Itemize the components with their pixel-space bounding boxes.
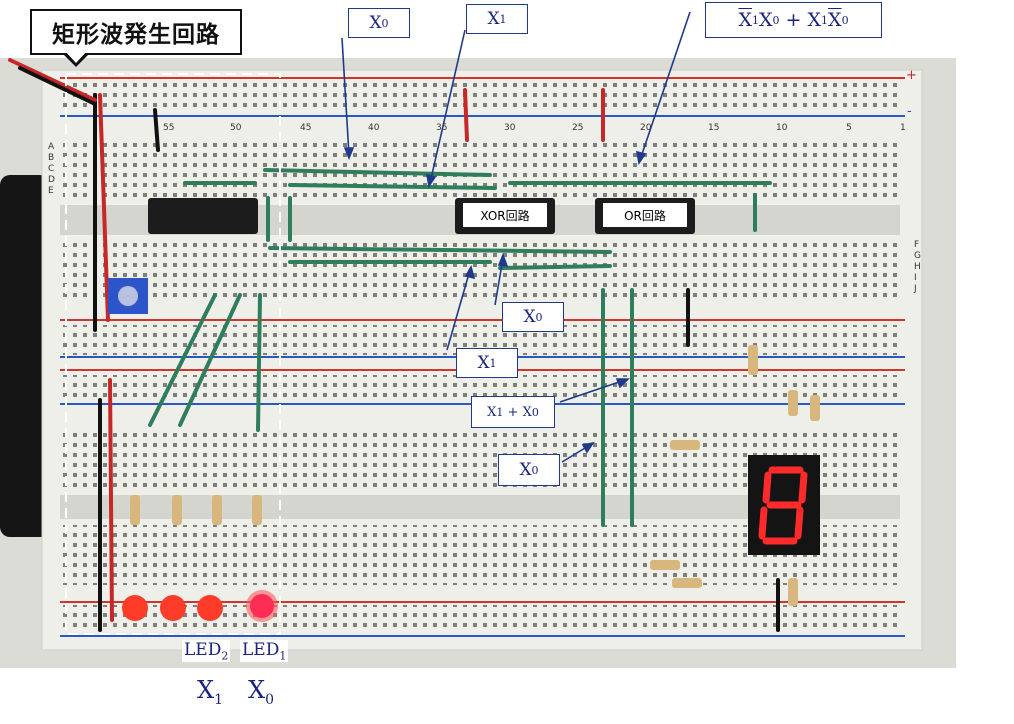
bottom-x0-sub: 0	[265, 691, 275, 708]
expr-t1a: X	[738, 9, 752, 31]
title-callout-tail	[62, 51, 90, 67]
callout-top-x0-sub: 0	[381, 16, 389, 30]
or-expr-b-sub: 0	[531, 405, 539, 419]
row-letter-j: J	[914, 284, 917, 294]
expr-t2a: X	[807, 9, 822, 31]
callout-mid-x1-base: X	[477, 353, 490, 373]
chip-label-xor: XOR回路	[463, 203, 547, 227]
or-expr-b: X	[522, 404, 532, 420]
row-letter-a: A	[48, 142, 55, 152]
led1-sub: 1	[279, 649, 287, 663]
col-number-40: 40	[368, 123, 380, 133]
seven-segment-digit: 8	[0, 0, 1, 1]
row-letter-h: H	[914, 262, 921, 272]
title-callout: 矩形波発生回路	[30, 9, 242, 55]
col-number-15: 15	[708, 123, 720, 133]
col-number-1: 1	[900, 123, 906, 133]
row-letter-d: D	[48, 175, 55, 185]
expr-t2b: X	[828, 9, 842, 31]
chip-label-or: OR回路	[603, 203, 687, 227]
rail-plus: +	[906, 68, 917, 83]
col-number-25: 25	[572, 123, 584, 133]
row-letter-i: I	[914, 273, 917, 283]
callout-mid-x1-sub: 1	[489, 356, 497, 370]
row-letter-b: B	[48, 153, 55, 163]
col-number-5: 5	[846, 123, 852, 133]
or-expr-a: X	[487, 404, 497, 420]
bottom-label-x0: X0	[248, 676, 274, 708]
bottom-x1-base: X	[197, 676, 215, 704]
row-letter-f: F	[914, 240, 920, 250]
expr-t2a-sub: 1	[821, 13, 829, 27]
led2-sub: 2	[221, 649, 229, 663]
or-expr-op: +	[503, 404, 523, 420]
callout-top-x0-base: X	[369, 13, 382, 33]
or-expr-a-sub: 1	[496, 405, 504, 419]
col-number-20: 20	[640, 123, 652, 133]
rail-minus: -	[907, 104, 912, 119]
expr-t1b: X	[758, 9, 773, 31]
row-letter-g: G	[914, 251, 921, 261]
col-number-55: 55	[163, 123, 175, 133]
expr-t2b-sub: 0	[841, 13, 849, 27]
bottom-label-x1: X1	[197, 676, 223, 708]
callout-mid-x0-base: X	[523, 307, 536, 327]
expr-t1b-sub: 0	[772, 13, 780, 27]
callout-top-x1-sub: 1	[499, 12, 507, 26]
bottom-x0-base: X	[248, 676, 266, 704]
led-row	[122, 590, 278, 622]
row-letter-e: E	[48, 186, 54, 196]
col-number-10: 10	[776, 123, 788, 133]
col-number-30: 30	[504, 123, 516, 133]
battery	[0, 175, 50, 537]
row-letter-c: C	[48, 164, 55, 174]
callout-mid-x0-sub: 0	[535, 310, 543, 324]
ic-chip-oscillator	[148, 198, 258, 234]
led2-base: LED	[184, 640, 222, 660]
col-number-35: 35	[436, 123, 448, 133]
led2-label: LED2	[182, 640, 231, 663]
expr-op: +	[779, 9, 808, 31]
led1-base: LED	[242, 640, 280, 660]
col-number-50: 50	[230, 123, 242, 133]
callout-low-x0-sub: 0	[531, 463, 539, 477]
callout-top-x1-base: X	[487, 9, 500, 29]
led1-label: LED1	[240, 640, 289, 663]
bottom-x1-sub: 1	[214, 691, 224, 708]
col-number-45: 45	[300, 123, 312, 133]
callout-low-x0-base: X	[519, 460, 532, 480]
expr-t1a-sub: 1	[751, 13, 759, 27]
